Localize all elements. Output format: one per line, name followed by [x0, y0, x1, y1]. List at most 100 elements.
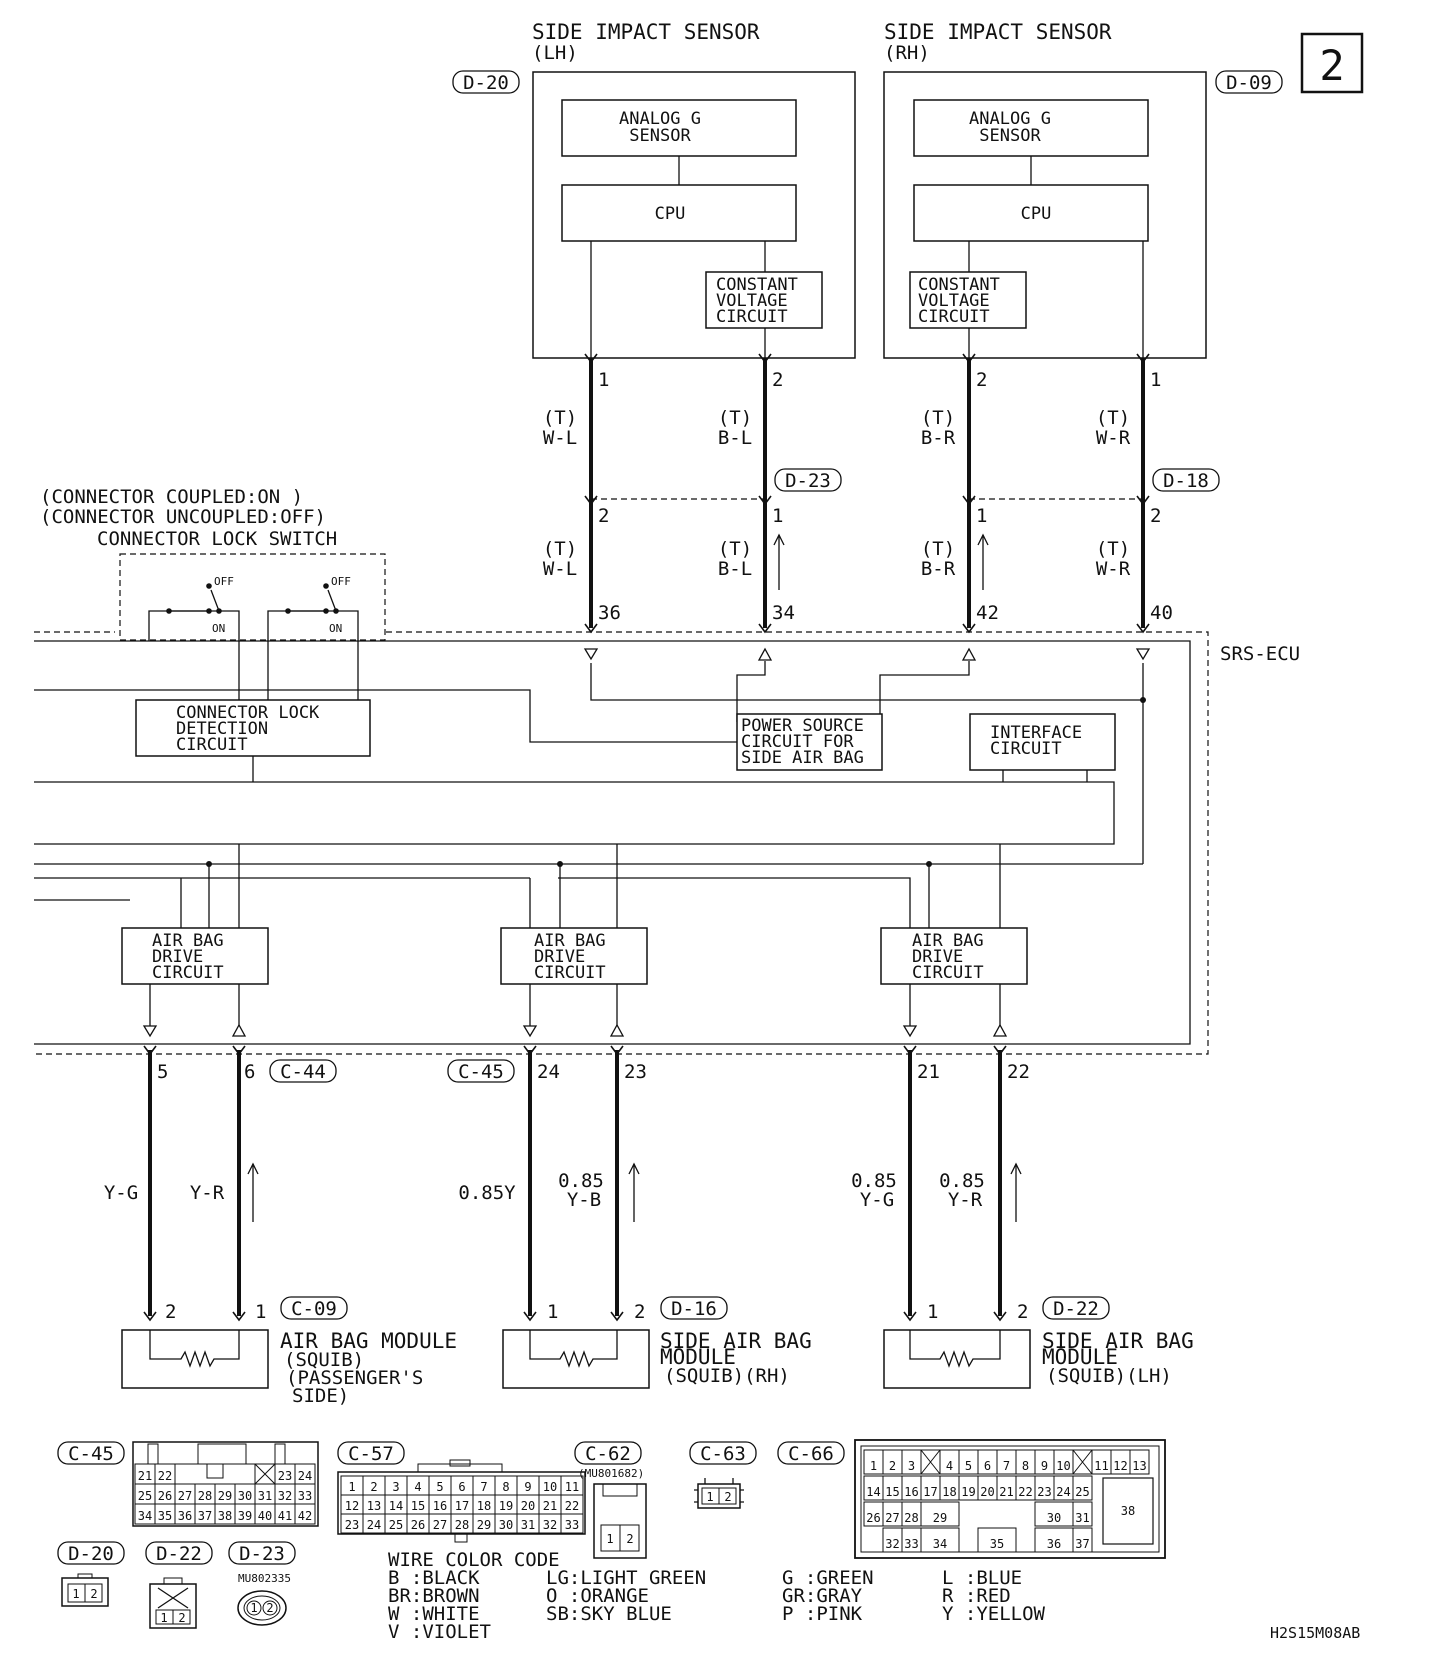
view-d23-part: MU802335	[238, 1572, 291, 1585]
power-source-2: CIRCUIT FOR	[741, 732, 854, 752]
ecu-internal-wiring	[34, 661, 1146, 1026]
c45-pin: 38	[218, 1509, 232, 1523]
wire-color-bl-2: B-L	[718, 558, 752, 580]
c66-pin: 15	[885, 1485, 899, 1499]
view-c45-label: C-45	[68, 1443, 114, 1465]
c57-pin: 33	[565, 1518, 579, 1532]
c57-pin: 16	[433, 1499, 447, 1513]
connector-d20	[452, 70, 520, 94]
connector-c45-label: C-45	[458, 1061, 504, 1083]
pin-ecu-42: 42	[976, 602, 999, 624]
view-c63-pin1: 1	[706, 1490, 713, 1504]
connector-d23	[774, 468, 842, 492]
view-c62-pin1: 1	[606, 1532, 613, 1546]
view-c63-pin2: 2	[724, 1490, 731, 1504]
c57-pin: 5	[436, 1480, 443, 1494]
c45-pin: 24	[298, 1469, 312, 1483]
lock-switch-line2: (CONNECTOR UNCOUPLED:OFF)	[40, 506, 326, 528]
lh-analog-box	[561, 99, 797, 157]
connector-d16-label: D-16	[671, 1298, 717, 1320]
pin-ecu-23: 23	[624, 1061, 647, 1083]
pin-mid-4: 2	[1150, 505, 1161, 527]
lh-cvc-3: CIRCUIT	[716, 307, 788, 327]
pin-ecu-34: 34	[772, 602, 795, 624]
rh-analog-box	[913, 99, 1149, 157]
lock-detection-box	[135, 699, 371, 757]
legend-g: G :GREEN	[782, 1567, 874, 1589]
pin-ecu-21: 21	[917, 1061, 940, 1083]
c66-pin: 26	[866, 1511, 880, 1525]
wire-color-br-2: B-R	[921, 558, 956, 580]
lock-switch-box	[119, 553, 386, 641]
view-c63	[694, 1478, 744, 1509]
c57-pin: 15	[411, 1499, 425, 1513]
view-c57-label: C-57	[348, 1443, 394, 1465]
c57-pin: 12	[345, 1499, 359, 1513]
module-passenger	[121, 1329, 269, 1389]
module-lh-1: SIDE AIR BAG	[1042, 1329, 1194, 1353]
lock-switch-title: CONNECTOR LOCK SWITCH	[97, 528, 337, 550]
power-source-1: POWER SOURCE	[741, 716, 864, 736]
connector-d22-label: D-22	[1053, 1298, 1099, 1320]
legend-sb: SB:SKY BLUE	[546, 1603, 672, 1625]
connector-d09	[1215, 70, 1283, 94]
c66-pin: 29	[933, 1511, 947, 1525]
power-source-3: SIDE AIR BAG	[741, 748, 864, 768]
upper-wiring	[584, 353, 1150, 633]
lock-switch-line1: (CONNECTOR COUPLED:ON )	[40, 486, 303, 508]
c57-pin: 30	[499, 1518, 513, 1532]
wire-color-wl-2: W-L	[543, 558, 577, 580]
c57-pin: 17	[455, 1499, 469, 1513]
c45-pin: 29	[218, 1489, 232, 1503]
c57-pin: 24	[367, 1518, 381, 1532]
view-d20-pin2: 2	[90, 1587, 97, 1601]
lock-detection-1: CONNECTOR LOCK	[176, 703, 320, 723]
c66-pin: 27	[885, 1511, 899, 1525]
pin-ecu-22: 22	[1007, 1061, 1030, 1083]
legend-r: R :RED	[942, 1585, 1011, 1607]
c45-pin: 26	[158, 1489, 172, 1503]
c66-pin: 7	[1003, 1459, 1010, 1473]
wire-085-b: 0.85	[851, 1170, 897, 1192]
switch1-off: OFF	[214, 575, 234, 588]
wire-color-wr-2: W-R	[1096, 558, 1131, 580]
drive-circuit-2	[500, 927, 648, 985]
pin-mid-2: 1	[772, 505, 783, 527]
wire-085-c: 0.85	[939, 1170, 985, 1192]
connector-c44	[269, 1059, 337, 1083]
figure-number: 2	[1319, 41, 1344, 90]
c45-blank	[254, 1463, 276, 1485]
c45-pin: 32	[278, 1489, 292, 1503]
pin-ecu-24: 24	[537, 1061, 560, 1083]
c66-cell	[1072, 1527, 1093, 1553]
c57-pin: 28	[455, 1518, 469, 1532]
c66-cell	[920, 1527, 960, 1553]
legend-w: W :WHITE	[388, 1603, 480, 1625]
c66-pin: 8	[1022, 1459, 1029, 1473]
c66-pin: 19	[961, 1485, 975, 1499]
view-d23-label: D-23	[239, 1543, 285, 1565]
c57-pin: 3	[392, 1480, 399, 1494]
rh-cpu-box	[913, 184, 1149, 242]
module-passenger-1: AIR BAG MODULE	[280, 1329, 457, 1353]
c57-cell	[560, 1513, 584, 1534]
switch1-on: ON	[212, 622, 225, 635]
module-passenger-2: (SQUIB)	[284, 1349, 364, 1371]
drive-3-l1: AIR BAG	[912, 931, 984, 951]
c66-pin: 24	[1056, 1485, 1070, 1499]
c66-pin: 36	[1047, 1537, 1061, 1551]
legend-v: V :VIOLET	[388, 1621, 491, 1643]
c45-pin: 42	[298, 1509, 312, 1523]
c45-pin: 27	[178, 1489, 192, 1503]
wire-tag-1: (T)	[543, 407, 577, 429]
module-lh-3: (SQUIB)(LH)	[1046, 1365, 1172, 1387]
lh-cvc-2: VOLTAGE	[716, 291, 788, 311]
c45-pin: 36	[178, 1509, 192, 1523]
pin-mod-d22-1: 1	[927, 1301, 938, 1323]
lh-cvc-box	[705, 271, 823, 329]
rh-analog-label: ANALOG G	[969, 109, 1051, 129]
module-lh-2: MODULE	[1042, 1345, 1118, 1369]
module-rh-3: (SQUIB)(RH)	[664, 1365, 790, 1387]
c66-pin: 4	[946, 1459, 953, 1473]
view-c62-label: C-62	[585, 1443, 631, 1465]
